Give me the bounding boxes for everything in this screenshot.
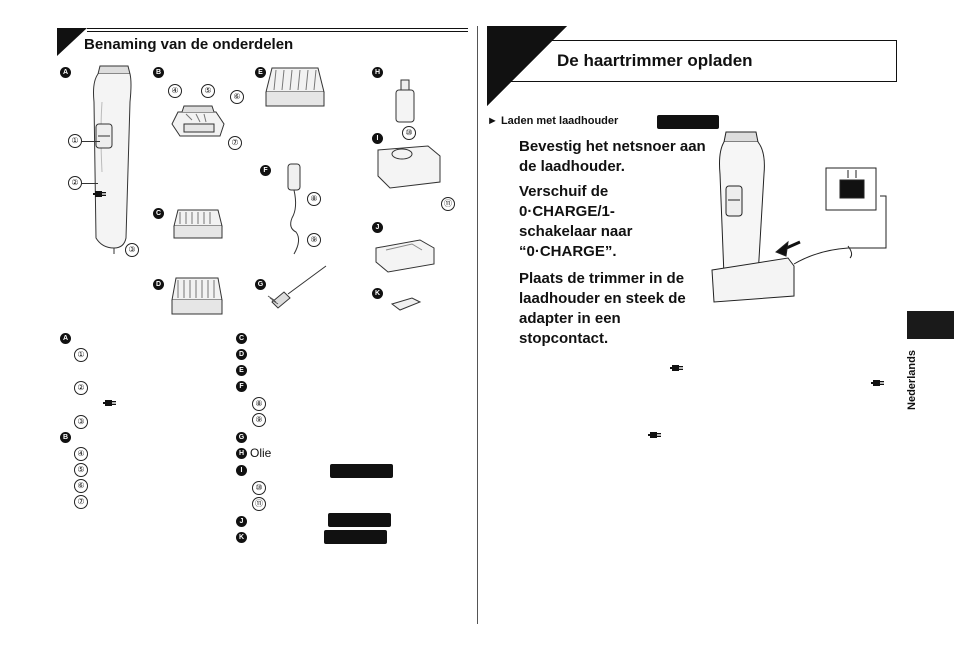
plug-icon: [103, 400, 116, 406]
trimmer-illustration: [93, 65, 132, 254]
model-box: [330, 464, 393, 478]
list-num-9: ⑨: [252, 413, 266, 427]
num-5: ⑤: [201, 84, 215, 98]
oil-label: Olie: [250, 446, 272, 460]
left-header-triangle: [57, 28, 87, 56]
right-section-title: De haartrimmer opladen: [557, 51, 753, 70]
leader-2: [82, 183, 98, 184]
comb-attachment-illustration: [390, 297, 422, 311]
language-tab: [907, 311, 954, 339]
list-badge-k: K: [236, 532, 247, 543]
language-label: Nederlands: [906, 350, 918, 410]
badge-d: D: [153, 279, 164, 290]
step-2: Verschuif de 0·CHARGE/1-schakelaar naar …: [519, 183, 633, 260]
plug-icon: [93, 191, 106, 197]
num-10: ⑩: [402, 126, 416, 140]
list-badge-a: A: [60, 333, 71, 344]
badge-e: E: [255, 67, 266, 78]
left-header-rule-2: [87, 31, 468, 32]
badge-k: K: [372, 288, 383, 299]
num-6: ⑥: [230, 90, 244, 104]
num-8: ⑧: [307, 192, 321, 206]
badge-h: H: [372, 67, 383, 78]
list-num-2: ②: [74, 381, 88, 395]
list-num-3: ③: [74, 415, 88, 429]
list-num-4: ④: [74, 447, 88, 461]
list-badge-e: E: [236, 365, 247, 376]
list-badge-i: I: [236, 465, 247, 476]
list-badge-g: G: [236, 432, 247, 443]
list-num-7: ⑦: [74, 495, 88, 509]
num-9: ⑨: [307, 233, 321, 247]
step-1: Bevestig het netsnoer aan de laadhouder.: [519, 138, 706, 175]
list-badge-b: B: [60, 432, 71, 443]
oil-bottle-illustration: [395, 79, 415, 123]
cleaning-brush-illustration: [267, 265, 327, 309]
model-box: [324, 530, 387, 544]
badge-g: G: [255, 279, 266, 290]
list-badge-j: J: [236, 516, 247, 527]
num-1: ①: [68, 134, 82, 148]
list-badge-d: D: [236, 349, 247, 360]
plug-icon: [871, 380, 884, 386]
blade-illustration: [171, 105, 225, 137]
comb-attachment-illustration: [173, 209, 223, 239]
adaptor-illustration: [287, 163, 301, 255]
page-divider: [477, 26, 478, 624]
left-section-title: Benaming van de onderdelen: [84, 36, 294, 53]
right-header-triangle-overlay: [487, 26, 567, 106]
num-7: ⑦: [228, 136, 242, 150]
comb-attachment-illustration: [265, 67, 325, 107]
list-num-10: ⑩: [252, 481, 266, 495]
num-4: ④: [168, 84, 182, 98]
step-3: Plaats de trimmer in de laadhouder en st…: [519, 270, 686, 347]
charging-stand-illustration: [375, 239, 435, 273]
model-box: [657, 115, 719, 129]
list-badge-h: H: [236, 448, 247, 459]
badge-j: J: [372, 222, 383, 233]
badge-b: B: [153, 67, 164, 78]
list-badge-c: C: [236, 333, 247, 344]
comb-attachment-illustration: [171, 277, 223, 315]
num-2: ②: [68, 176, 82, 190]
badge-c: C: [153, 208, 164, 219]
badge-a: A: [60, 67, 71, 78]
leader-1: [82, 141, 100, 142]
model-box: [328, 513, 391, 527]
list-num-6: ⑥: [74, 479, 88, 493]
sub-heading: ► Laden met laadhouder: [487, 115, 619, 127]
list-badge-f: F: [236, 381, 247, 392]
list-num-1: ①: [74, 348, 88, 362]
badge-f: F: [260, 165, 271, 176]
list-num-8: ⑧: [252, 397, 266, 411]
num-11: ⑪: [441, 197, 455, 211]
badge-i: I: [372, 133, 383, 144]
num-3: ③: [125, 243, 139, 257]
plug-icon: [670, 365, 683, 371]
list-num-11: ⑪: [252, 497, 266, 511]
left-header-rule: [87, 28, 468, 29]
plug-icon: [648, 432, 661, 438]
charging-stand-illustration: [377, 145, 441, 189]
list-num-5: ⑤: [74, 463, 88, 477]
charging-diagram: [711, 131, 887, 303]
